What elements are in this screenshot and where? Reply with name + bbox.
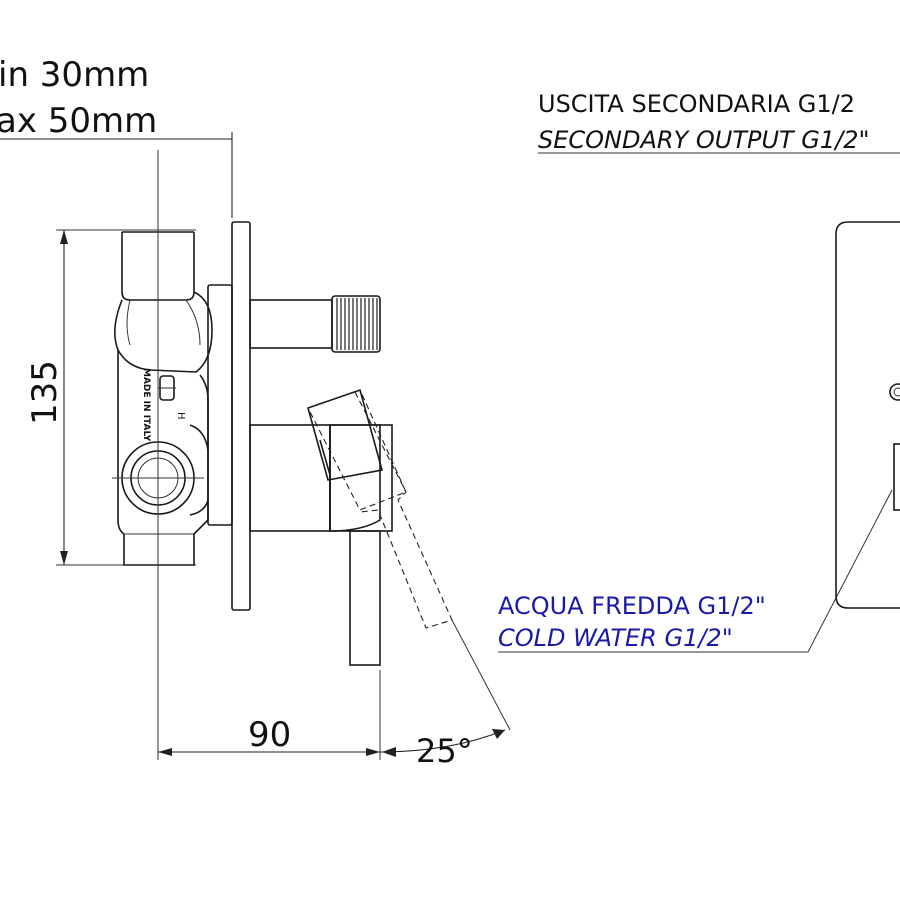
angle-arrow-left xyxy=(382,747,396,757)
cold-water-label-it: ACQUA FREDDA G1/2" xyxy=(498,592,766,620)
width-arrow-right xyxy=(366,748,380,756)
secondary-output-label-en: SECONDARY OUTPUT G1/2" xyxy=(538,126,870,154)
cold-water-leader-diagonal xyxy=(807,489,893,653)
cold-water-label-en: COLD WATER G1/2" xyxy=(498,624,733,652)
wall-plate xyxy=(231,221,251,611)
diverter-spindle xyxy=(249,295,381,353)
width-dimension-value: 90 xyxy=(248,715,291,755)
secondary-output-label-it: USCITA SECONDARIA G1/2 xyxy=(538,90,855,118)
valve-body: MADE IN ITALY H xyxy=(112,225,233,580)
front-cover-plate xyxy=(835,221,900,609)
width-arrow-left xyxy=(158,748,172,756)
max-depth-label: ax 50mm xyxy=(0,101,157,141)
height-dimension-value: 135 xyxy=(25,360,65,425)
angle-arrow-right xyxy=(492,729,505,739)
angle-dimension-value: 25° xyxy=(416,732,473,770)
height-arrow-bottom xyxy=(60,551,68,565)
height-arrow-top xyxy=(60,230,68,244)
angle-extension-line xyxy=(451,619,511,731)
svg-text:H: H xyxy=(175,412,186,420)
made-in-italy-stamp: MADE IN ITALY xyxy=(141,368,151,442)
min-depth-label: in 30mm xyxy=(0,55,149,95)
mixer-lever-body xyxy=(249,388,393,666)
